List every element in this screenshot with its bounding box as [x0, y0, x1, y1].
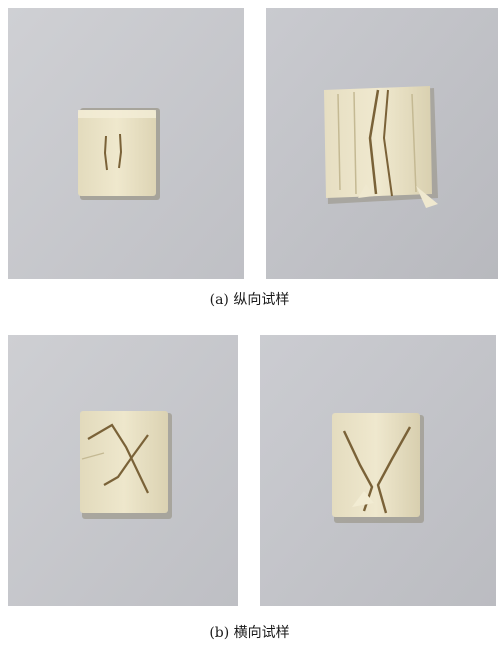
photo-transverse-specimen-after: [260, 335, 496, 606]
crack-line: [118, 133, 123, 169]
crack-line: [368, 89, 380, 195]
photo-longitudinal-specimen-after: [266, 8, 498, 279]
crack-line: [376, 426, 412, 514]
specimen-photo-svg: [260, 335, 496, 606]
specimen-photo-svg: [8, 8, 244, 279]
crack-line: [103, 135, 108, 171]
crack-line: [103, 434, 149, 486]
specimen-photo-svg: [266, 8, 498, 279]
crack-line: [382, 89, 393, 197]
specimen-photo-svg: [8, 335, 238, 606]
caption-longitudinal-specimens: (a) 纵向试样: [209, 292, 290, 308]
specimen-block: [332, 413, 420, 517]
specimen-block: [78, 110, 156, 196]
specimen-block: [80, 411, 168, 513]
caption-transverse-specimens: (b) 横向试样: [209, 625, 290, 641]
crack-line: [87, 423, 149, 494]
specimen-block: [324, 86, 432, 198]
photo-transverse-specimen-before: [8, 335, 238, 606]
photo-longitudinal-specimen-before: [8, 8, 244, 279]
